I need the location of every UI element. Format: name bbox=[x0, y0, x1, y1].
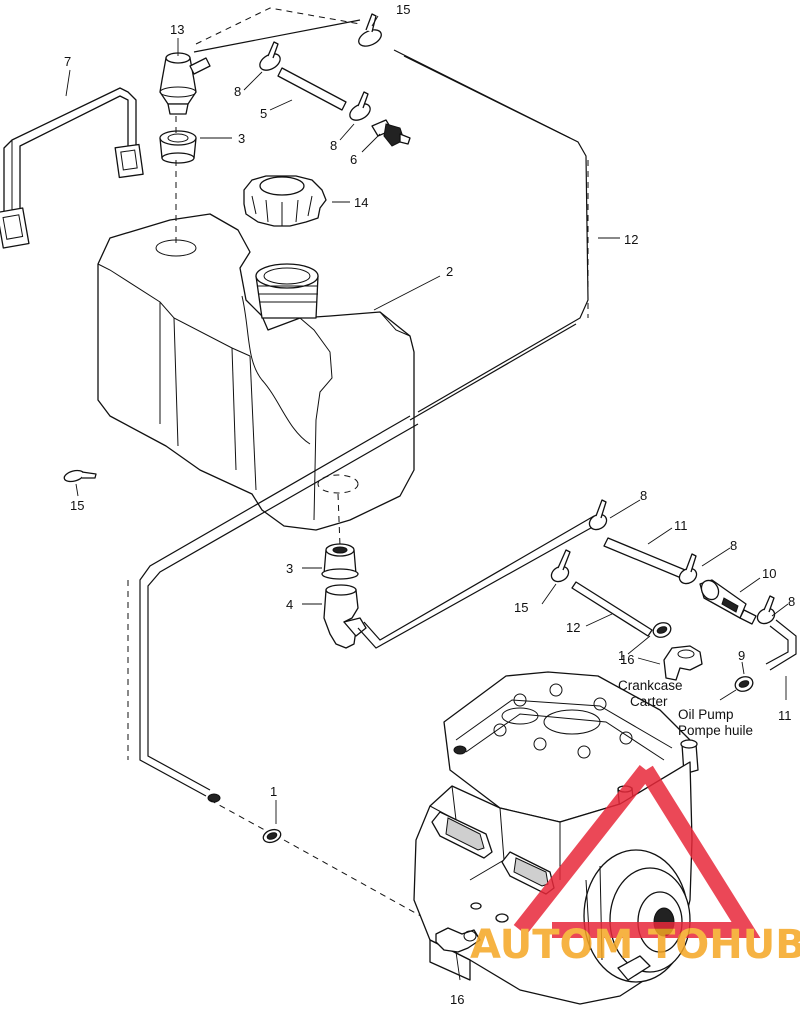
callout-13: 13 bbox=[170, 22, 184, 37]
hose-12-long bbox=[139, 19, 589, 803]
watermark-text-b: TOHUB bbox=[648, 922, 800, 968]
inline-filter bbox=[699, 579, 757, 625]
clamp-8a bbox=[259, 41, 281, 71]
callout-16-bottom: 16 bbox=[450, 992, 464, 1007]
grommet-top bbox=[159, 130, 197, 164]
clamp-top-15 bbox=[358, 13, 382, 47]
callouts: 13 15 7 8 5 8 6 3 14 12 2 15 3 4 8 11 8 … bbox=[64, 2, 795, 1007]
callout-5: 5 bbox=[260, 106, 267, 121]
callout-3-bottom: 3 bbox=[286, 561, 293, 576]
callout-15-left: 15 bbox=[70, 498, 84, 513]
clamp-9 bbox=[734, 676, 754, 692]
notes: Crankcase Carter Oil Pump Pompe huile bbox=[618, 678, 753, 738]
callout-8-e: 8 bbox=[788, 594, 795, 609]
note-crankcase: Crankcase bbox=[618, 678, 683, 693]
callout-9: 9 bbox=[738, 648, 745, 663]
tank-strap bbox=[0, 87, 144, 249]
clamp-15-left bbox=[63, 469, 97, 483]
callout-2: 2 bbox=[446, 264, 453, 279]
grommet-bottom bbox=[321, 543, 359, 580]
fitting-16-mid bbox=[663, 645, 703, 681]
guide-lines bbox=[127, 7, 447, 931]
clamp-1-bottom bbox=[262, 828, 282, 844]
watermark-text-a: AUTOM bbox=[470, 922, 633, 968]
callout-11-right: 11 bbox=[778, 708, 792, 723]
note-oil-pump: Oil Pump bbox=[678, 707, 734, 722]
callout-15-top: 15 bbox=[396, 2, 410, 17]
callout-1-mid: 1 bbox=[618, 648, 625, 663]
clamp-8c bbox=[588, 499, 608, 531]
clamp-8d bbox=[678, 553, 698, 585]
callout-12-right: 12 bbox=[624, 232, 638, 247]
watermark-triangle bbox=[513, 765, 761, 938]
hose-elbow-to-engine bbox=[357, 515, 599, 649]
callout-8-c: 8 bbox=[640, 488, 647, 503]
note-carter: Carter bbox=[630, 694, 668, 709]
callout-3-top: 3 bbox=[238, 131, 245, 146]
check-valve bbox=[371, 119, 411, 147]
clamp-1-mid bbox=[652, 622, 672, 638]
elbow-fitting bbox=[323, 584, 367, 649]
callout-7: 7 bbox=[64, 54, 71, 69]
callout-12-mid: 12 bbox=[566, 620, 580, 635]
clamp-15-mid bbox=[550, 549, 571, 583]
callout-16-mid: 16 bbox=[620, 652, 634, 667]
hose-11-right bbox=[765, 619, 797, 671]
callout-8-b: 8 bbox=[330, 138, 337, 153]
fitting-16-bottom bbox=[435, 927, 481, 953]
note-pompe-huile: Pompe huile bbox=[678, 723, 753, 738]
callout-14: 14 bbox=[354, 195, 368, 210]
hose-5 bbox=[277, 67, 347, 111]
filler-cap bbox=[243, 175, 327, 227]
callout-4: 4 bbox=[286, 597, 293, 612]
callout-15-mid: 15 bbox=[514, 600, 528, 615]
leader-lines bbox=[65, 15, 789, 981]
callout-10: 10 bbox=[762, 566, 776, 581]
oil-tank bbox=[97, 213, 415, 531]
callout-11-upper: 11 bbox=[674, 518, 688, 533]
callout-8-d: 8 bbox=[730, 538, 737, 553]
hose-12-short bbox=[571, 581, 653, 637]
watermark: AUTOM TOHUB bbox=[470, 765, 800, 968]
clamp-8b bbox=[349, 91, 371, 121]
clamp-8e bbox=[756, 595, 776, 625]
vent-fitting bbox=[159, 52, 211, 115]
callout-8-a: 8 bbox=[234, 84, 241, 99]
callout-6: 6 bbox=[350, 152, 357, 167]
hose-11-upper bbox=[603, 537, 691, 581]
callout-1-bottom: 1 bbox=[270, 784, 277, 799]
